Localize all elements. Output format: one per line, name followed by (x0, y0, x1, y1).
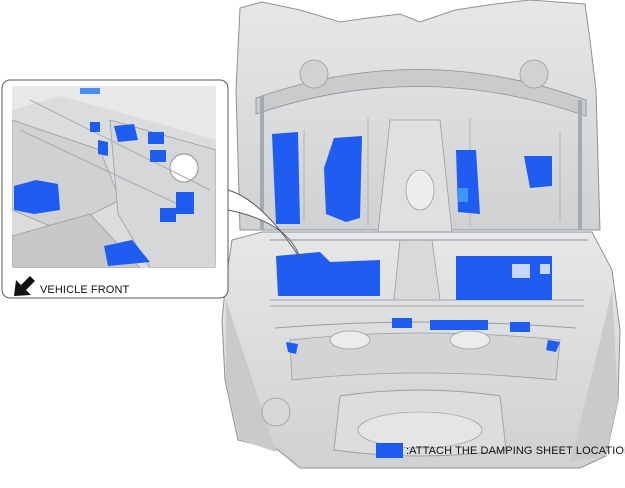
vehicle-front-label: VEHICLE FRONT (40, 284, 130, 296)
arrow-down-left-icon (14, 276, 35, 296)
detail-inset (1, 79, 301, 299)
damping-sheet-areas-main (272, 132, 560, 354)
damping-sheet-side-left (286, 342, 298, 354)
damping-sheet-areas-inset (14, 122, 194, 266)
damping-sheet-rear-far-right (524, 156, 552, 188)
damping-sheet-crossmember-1 (392, 318, 412, 328)
sheet-highlights (458, 188, 550, 278)
damping-sheet-rear-left (272, 132, 300, 224)
legend-label: :ATTACH THE DAMPING SHEET LOCATION (406, 445, 625, 457)
vehicle-body (221, 0, 621, 469)
legend-swatch (376, 443, 403, 458)
damping-sheet-crossmember-2 (430, 320, 488, 330)
damping-sheet-rear-center-left (324, 136, 362, 222)
damping-sheet-side-right (546, 340, 560, 352)
damping-sheet-rear-right (456, 150, 480, 214)
damping-sheet-front-left (276, 252, 380, 296)
damping-sheet-crossmember-3 (510, 322, 530, 332)
damping-sheet-front-right (456, 256, 552, 300)
